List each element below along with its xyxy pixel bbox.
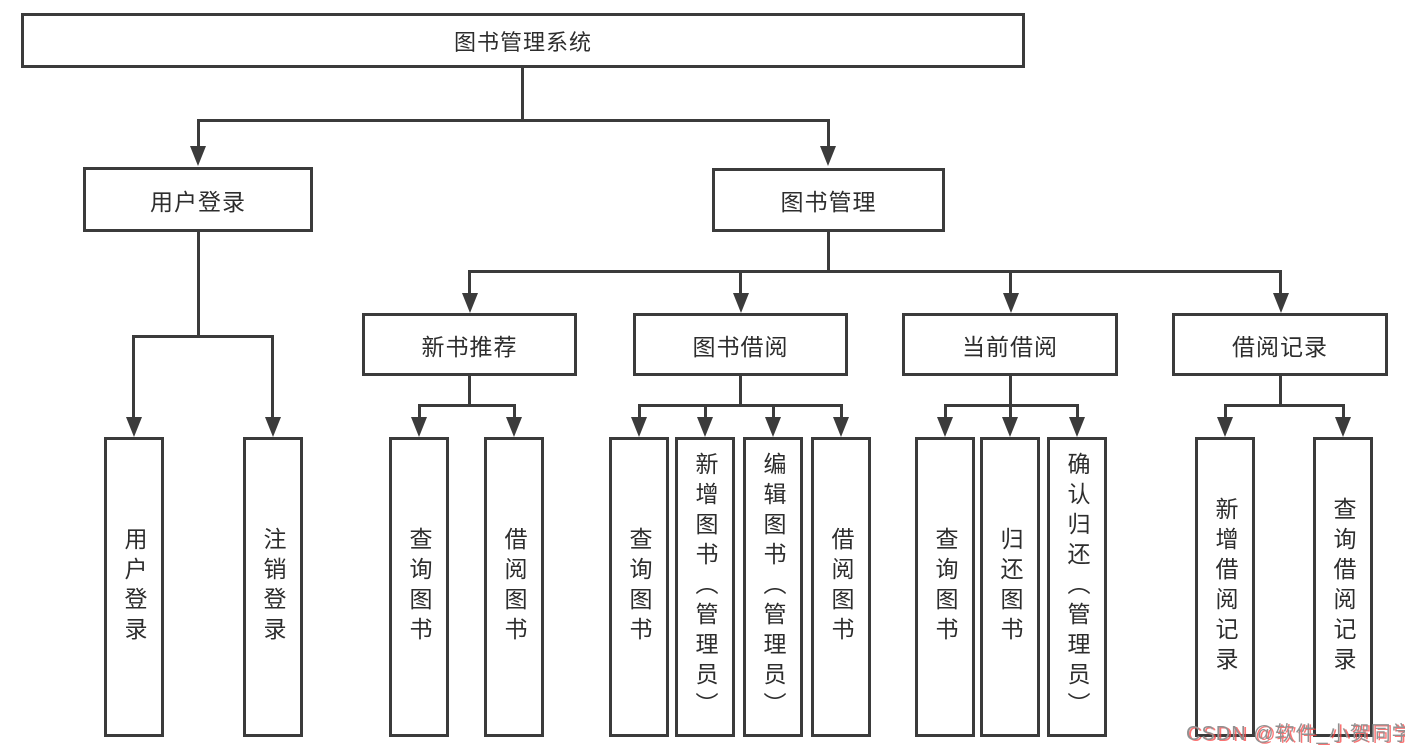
arrow-down-icon [1335, 417, 1351, 437]
connector-leaf-drop [1076, 404, 1079, 420]
connector-leaf-drop [1009, 404, 1012, 420]
node-leaf-logout: 注销登录 [243, 437, 303, 737]
node-label: 新书推荐 [421, 333, 518, 360]
node-label: 归还图书 [997, 527, 1023, 647]
connector-user-login-hline [132, 335, 274, 338]
arrow-down-icon [733, 293, 749, 313]
connector-user-login-drop [197, 119, 200, 149]
connector-book-mgmt-drop [827, 119, 830, 149]
connector-current-borrow-stem [1009, 376, 1012, 405]
arrow-down-icon [1069, 417, 1085, 437]
arrow-down-icon [1002, 417, 1018, 437]
node-new-book-recommend: 新书推荐 [362, 313, 577, 376]
node-current-borrowing: 当前借阅 [902, 313, 1118, 376]
connector-root-stem [521, 68, 524, 119]
node-leaf-add-borrow-record: 新增借阅记录 [1195, 437, 1255, 737]
arrow-down-icon [190, 146, 206, 166]
node-label: 图书管理系统 [453, 29, 592, 55]
node-leaf-edit-books-admin: 编辑图书（管理员） [743, 437, 803, 737]
node-book-management: 图书管理 [712, 168, 945, 232]
node-label: 查询图书 [406, 527, 432, 647]
csdn-watermark: CSDN @软件_小贺同学 [1186, 723, 1405, 745]
arrow-down-icon [126, 417, 142, 437]
connector-new-book-hline [418, 404, 516, 407]
arrow-down-icon [833, 417, 849, 437]
arrow-down-icon [1217, 417, 1233, 437]
connector-leaf-drop [840, 404, 843, 420]
node-leaf-borrow-books-recommend: 借阅图书 [484, 437, 544, 737]
connector-records-stem [1279, 376, 1282, 405]
node-label: 图书借阅 [692, 333, 789, 360]
connector-leaf-drop [513, 404, 516, 420]
connector-l3-drop [1279, 270, 1282, 296]
connector-leaf-drop [944, 404, 947, 420]
arrow-down-icon [411, 417, 427, 437]
node-label: 查询图书 [626, 527, 652, 647]
node-label: 图书管理 [780, 189, 877, 215]
node-label: 借阅记录 [1232, 333, 1328, 360]
connector-leaf-drop [638, 404, 641, 420]
connector-book-mgmt-stem [827, 232, 830, 270]
node-leaf-query-books-recommend: 查询图书 [389, 437, 449, 737]
arrow-down-icon [265, 417, 281, 437]
connector-leaf-drop [418, 404, 421, 420]
connector-l3-drop [1009, 270, 1012, 296]
connector-records-hline [1224, 404, 1344, 407]
arrow-down-icon [697, 417, 713, 437]
arrow-down-icon [1003, 293, 1019, 313]
node-leaf-return-books: 归还图书 [980, 437, 1040, 737]
node-label: 新增借阅记录 [1212, 497, 1238, 677]
node-leaf-query-borrow-record: 查询借阅记录 [1313, 437, 1373, 737]
connector-book-mgmt-hline [469, 270, 1281, 273]
node-label: 注销登录 [260, 527, 286, 647]
connector-leaf-drop [1224, 404, 1227, 420]
node-book-borrowing: 图书借阅 [633, 313, 848, 376]
connector-book-borrow-hline [638, 404, 843, 407]
connector-leaf-drop [704, 404, 707, 420]
node-label: 借阅图书 [501, 527, 527, 647]
node-borrowing-records: 借阅记录 [1172, 313, 1388, 376]
connector-leaf-drop [132, 335, 135, 420]
node-library-system: 图书管理系统 [21, 13, 1025, 68]
arrow-down-icon [1273, 293, 1289, 313]
connector-root-hline [197, 119, 830, 122]
node-leaf-confirm-return-admin: 确认归还（管理员） [1047, 437, 1107, 737]
arrow-down-icon [506, 417, 522, 437]
node-leaf-add-books-admin: 新增图书（管理员） [675, 437, 735, 737]
node-label: 编辑图书（管理员） [760, 452, 786, 722]
node-label: 用户登录 [150, 188, 246, 215]
connector-l3-drop [468, 270, 471, 296]
connector-leaf-drop [772, 404, 775, 420]
arrow-down-icon [462, 293, 478, 313]
node-user-login: 用户登录 [83, 167, 313, 232]
arrow-down-icon [631, 417, 647, 437]
node-label: 借阅图书 [828, 527, 854, 647]
arrow-down-icon [820, 146, 836, 166]
connector-user-login-stem [197, 232, 200, 335]
node-leaf-borrow-books: 借阅图书 [811, 437, 871, 737]
node-label: 查询图书 [932, 527, 958, 647]
connector-new-book-stem [468, 376, 471, 404]
node-label: 新增图书（管理员） [692, 452, 718, 722]
node-label: 查询借阅记录 [1330, 497, 1356, 677]
arrow-down-icon [937, 417, 953, 437]
node-label: 当前借阅 [962, 333, 1058, 360]
node-leaf-query-books-borrow: 查询图书 [609, 437, 669, 737]
node-label: 确认归还（管理员） [1064, 452, 1090, 722]
node-label: 用户登录 [121, 527, 147, 647]
arrow-down-icon [765, 417, 781, 437]
node-leaf-user-login: 用户登录 [104, 437, 164, 737]
node-leaf-query-books-current: 查询图书 [915, 437, 975, 737]
connector-l3-drop [739, 270, 742, 296]
connector-book-borrow-stem [739, 376, 742, 405]
connector-leaf-drop [1342, 404, 1345, 420]
connector-leaf-drop [271, 335, 274, 420]
